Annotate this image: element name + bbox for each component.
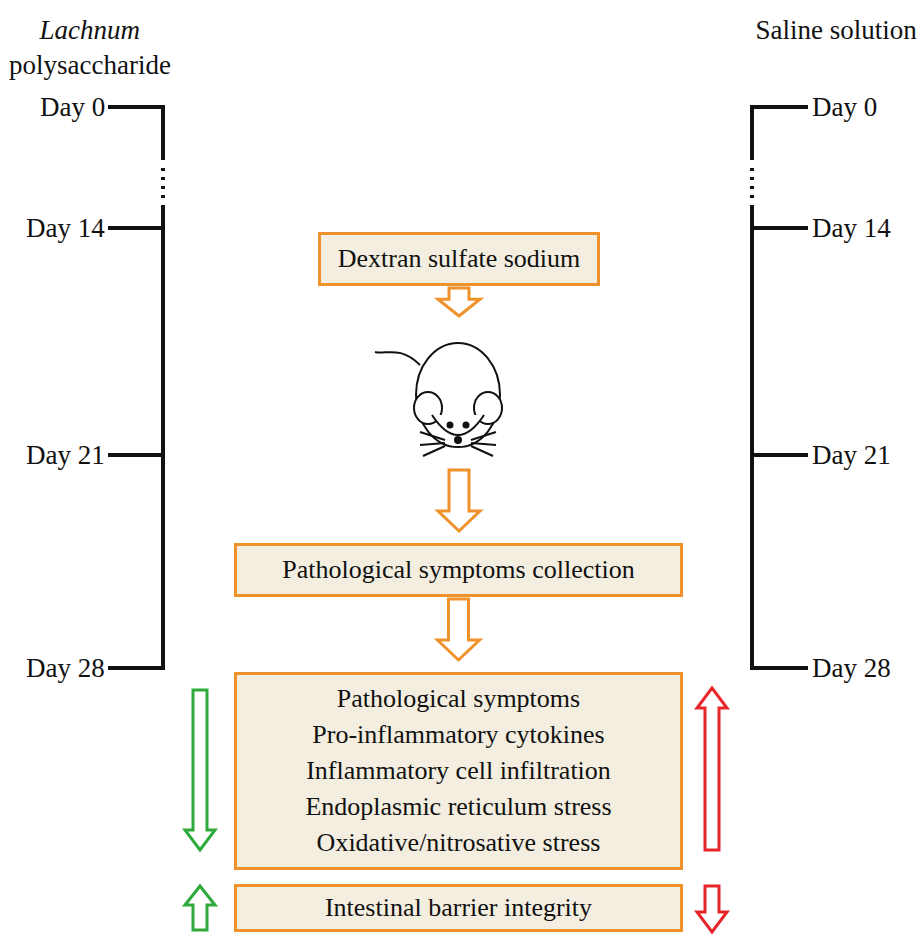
increase-arrow <box>697 688 727 850</box>
time-label: Day 21 <box>812 439 891 471</box>
time-label: Day 14 <box>26 212 105 244</box>
block-arrow <box>438 288 480 531</box>
box-text: Endoplasmic reticulum stress <box>305 789 611 825</box>
process-box: Dextran sulfate sodium <box>318 232 600 286</box>
group-label: Lachnum <box>40 14 141 46</box>
time-label: Day 21 <box>26 439 105 471</box>
box-text: Intestinal barrier integrity <box>325 890 592 926</box>
time-label: Day 14 <box>812 212 891 244</box>
arrow-segment <box>438 470 480 531</box>
box-text: Pro-inflammatory cytokines <box>312 717 604 753</box>
decrease-arrow <box>697 886 727 932</box>
box-text: Inflammatory cell infiltration <box>306 753 611 789</box>
process-box: Intestinal barrier integrity <box>234 884 683 932</box>
box-text: Dextran sulfate sodium <box>338 241 581 277</box>
arrow-segment <box>438 599 480 660</box>
box-text: Oxidative/nitrosative stress <box>317 825 601 861</box>
decrease-arrow <box>185 690 215 850</box>
group-label: polysaccharide <box>9 49 171 81</box>
process-box: Pathological symptoms collection <box>234 543 683 597</box>
mouse-illustration <box>375 343 502 456</box>
time-label: Day 28 <box>26 652 105 684</box>
process-box: Pathological symptomsPro-inflammatory cy… <box>234 672 683 870</box>
arrow-segment <box>438 288 480 316</box>
time-label: Day 28 <box>812 652 891 684</box>
right-timeline <box>750 105 808 670</box>
group-label: Saline solution <box>756 14 917 46</box>
box-text: Pathological symptoms <box>337 681 580 717</box>
box-text: Pathological symptoms collection <box>282 552 634 588</box>
time-label: Day 0 <box>40 91 105 123</box>
time-label: Day 0 <box>812 91 877 123</box>
increase-arrow <box>185 886 215 930</box>
left-timeline <box>108 105 165 670</box>
block-arrow <box>438 599 480 660</box>
